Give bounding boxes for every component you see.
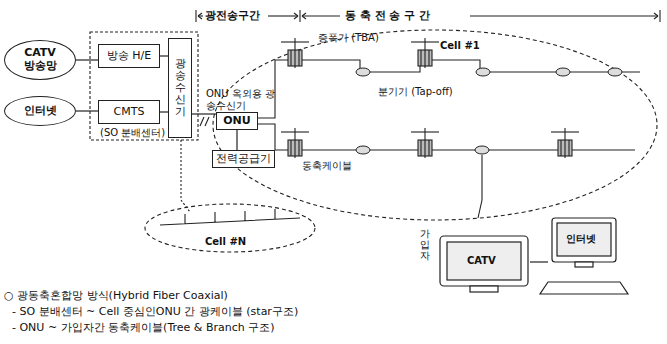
callout-label: 증폭기 (TBA): [318, 32, 379, 44]
tap-off-symbol: [356, 146, 370, 154]
tap-off-symbol: [356, 68, 370, 76]
callout-label: 광전송구간: [205, 10, 260, 23]
callout-label: CATV: [467, 255, 496, 267]
connector-line: [76, 110, 98, 111]
note-text: - ONU ~ 가입자간 동축케이블(Tree & Branch 구조): [12, 322, 274, 335]
network-oval: CATV 방송망: [4, 40, 76, 80]
tap-off-symbol: [475, 146, 489, 154]
callout-label: 동 축 전 송 구 간: [345, 10, 430, 23]
connector-line: [76, 59, 98, 60]
amplifier-symbol: [551, 128, 579, 158]
node-text: CATV 방송망: [17, 47, 63, 72]
amplifier-symbol: [281, 38, 309, 68]
callout-label: Cell #1: [440, 40, 480, 52]
transceiver-box: 광송수신기: [168, 38, 192, 138]
process-box: ONU: [216, 112, 258, 130]
node-text: 인터넷: [24, 105, 57, 118]
amplifier-symbol: [281, 128, 309, 158]
node-text: 광송수신기: [175, 58, 186, 118]
connector-line: [192, 113, 216, 114]
tap-off-symbol: [556, 68, 570, 76]
process-box: CMTS: [98, 100, 160, 124]
node-text: CMTS: [114, 106, 145, 119]
connector-line: [236, 130, 237, 150]
tap-off-symbol: [476, 68, 490, 76]
callout-label: Cell #N: [205, 236, 246, 248]
process-box: 방송 H/E: [98, 44, 160, 68]
network-oval: 인터넷: [4, 96, 76, 126]
connector-line: [160, 111, 168, 112]
callout-label: 가입자: [420, 228, 430, 261]
callout-label: 동축케이블: [302, 160, 352, 172]
node-text: ONU: [223, 115, 251, 128]
amplifier-symbol: [411, 128, 439, 158]
amplifier-symbol: [411, 38, 439, 68]
note-text: ○ 광동축혼합망 방식(Hybrid Fiber Coaxial): [4, 290, 228, 303]
callout-label: ONU 옥외용 광송수신기: [206, 88, 280, 111]
callout-label: (SO 분배센터): [100, 127, 165, 139]
connector-line: [160, 55, 168, 56]
node-text: 방송 H/E: [107, 50, 151, 63]
node-text: 전력공급기: [216, 153, 271, 166]
callout-label: 분기기 (Tap-off): [378, 86, 453, 98]
note-text: - SO 분배센터 ~ Cell 중심인ONU 간 광케이블 (star구조): [12, 306, 298, 319]
process-box: 전력공급기: [212, 150, 275, 168]
callout-label: 인터넷: [566, 233, 596, 245]
tap-off-symbol: [608, 68, 622, 76]
